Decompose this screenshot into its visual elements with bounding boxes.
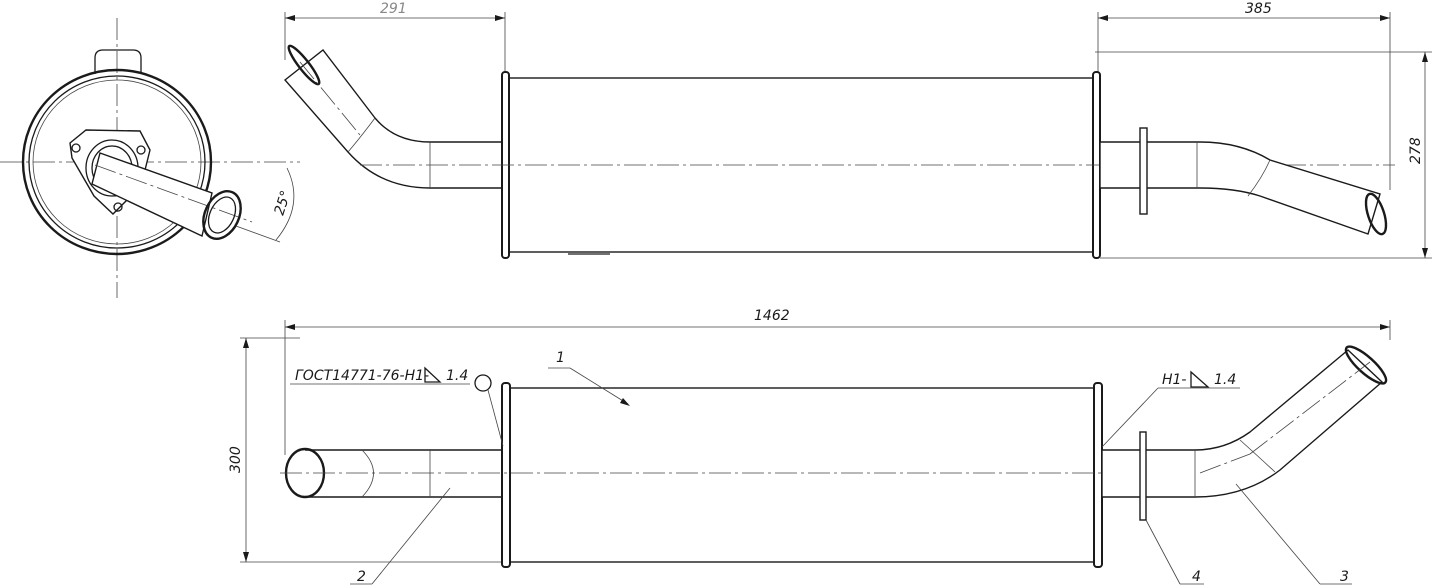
weld-size-left: 1.4 (446, 368, 468, 384)
callout-1: 1 (556, 350, 565, 366)
callout-2: 2 (357, 569, 366, 585)
dim-top-height: 278 (1408, 137, 1424, 164)
dim-inlet-length: 291 (380, 1, 407, 17)
front-view: 1462 300 ГОСТ14771-76-Н1- 1.4 Н1- (228, 308, 1391, 585)
callout-4: 4 (1192, 569, 1201, 585)
dim-outlet-length: 385 (1245, 1, 1272, 17)
dim-total-length: 1462 (754, 308, 790, 324)
dim-front-height: 300 (228, 446, 244, 473)
top-view: 291 385 278 (283, 1, 1432, 259)
front-view-muffler-body (507, 387, 1097, 563)
end-view-outer-shell (21, 68, 213, 256)
angle-dimension: 25° (272, 189, 295, 218)
end-view: 25° (0, 18, 300, 298)
weld-note-right: Н1- (1162, 372, 1187, 388)
weld-size-right: 1.4 (1214, 372, 1236, 388)
weld-note-left: ГОСТ14771-76-Н1- (295, 368, 429, 384)
callout-3: 3 (1340, 569, 1349, 585)
